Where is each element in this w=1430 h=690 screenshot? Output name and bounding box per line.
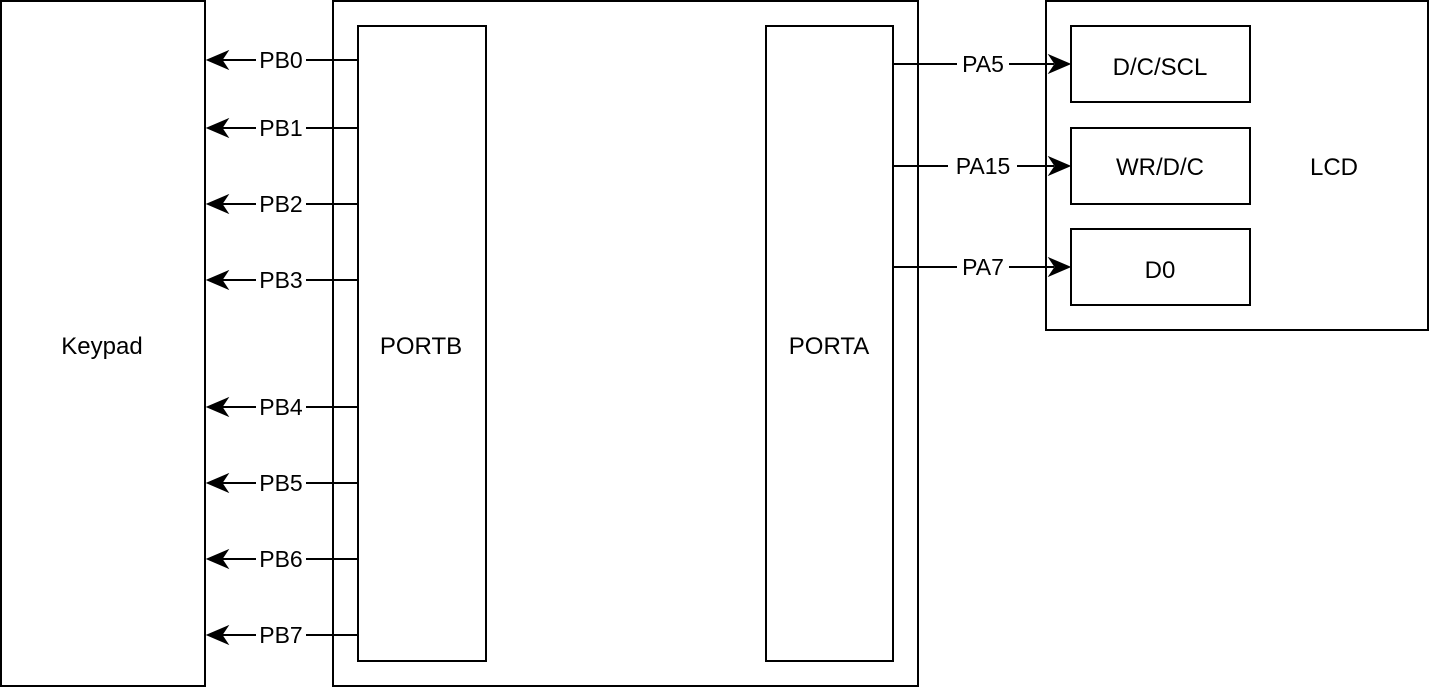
portb-connection-3: PB3 — [205, 267, 358, 293]
portb-pin-label-1: PB1 — [259, 115, 302, 141]
porta-block: PORTA — [765, 25, 894, 662]
portb-label: PORTB — [380, 333, 462, 360]
lcd-block: LCD D/C/SCL WR/D/C D0 — [1045, 0, 1429, 331]
lcd-label: LCD — [1310, 154, 1358, 181]
portb-connection-0: PB0 — [205, 47, 358, 73]
arrow-left-icon — [205, 472, 230, 494]
portb-pin-label-4: PB4 — [259, 394, 303, 420]
arrow-right-icon — [1047, 155, 1072, 177]
portb-pin-label-7: PB7 — [259, 622, 302, 648]
keypad-block: Keypad — [0, 0, 206, 687]
portb-pin-label-5: PB5 — [259, 470, 302, 496]
arrow-left-icon — [205, 193, 230, 215]
porta-pin-label-1: PA15 — [956, 153, 1011, 179]
portb-connection-6: PB6 — [205, 546, 358, 572]
arrow-left-icon — [205, 548, 230, 570]
porta-box — [765, 25, 894, 662]
porta-connection-2: PA7 — [893, 254, 1072, 280]
portb-pin-label-2: PB2 — [259, 191, 302, 217]
portb-box — [357, 25, 487, 662]
portb-connection-2: PB2 — [205, 191, 358, 217]
arrow-left-icon — [205, 49, 230, 71]
porta-connection-0: PA5 — [893, 51, 1072, 77]
portb-pin-label-0: PB0 — [259, 47, 302, 73]
arrow-left-icon — [205, 269, 230, 291]
arrow-right-icon — [1047, 256, 1072, 278]
porta-pin-label-2: PA7 — [962, 254, 1004, 280]
portb-block: PORTB — [357, 25, 487, 662]
portb-connection-7: PB7 — [205, 622, 358, 648]
portb-pin-label-6: PB6 — [259, 546, 302, 572]
portb-connection-5: PB5 — [205, 470, 358, 496]
arrow-left-icon — [205, 117, 230, 139]
porta-label: PORTA — [789, 333, 869, 360]
lcd-signal-box-1 — [1070, 127, 1251, 205]
portb-connection-1: PB1 — [205, 115, 358, 141]
portb-connection-4: PB4 — [205, 394, 358, 420]
arrow-left-icon — [205, 396, 230, 418]
portb-pin-label-3: PB3 — [259, 267, 302, 293]
keypad-box — [0, 0, 206, 687]
lcd-signal-label-0: D/C/SCL — [1113, 54, 1208, 81]
lcd-signal-label-2: D0 — [1145, 257, 1176, 284]
porta-connection-1: PA15 — [893, 153, 1072, 179]
arrow-right-icon — [1047, 53, 1072, 75]
lcd-signal-label-1: WR/D/C — [1116, 154, 1204, 181]
keypad-label: Keypad — [61, 333, 142, 360]
arrow-left-icon — [205, 624, 230, 646]
porta-pin-label-0: PA5 — [962, 51, 1004, 77]
